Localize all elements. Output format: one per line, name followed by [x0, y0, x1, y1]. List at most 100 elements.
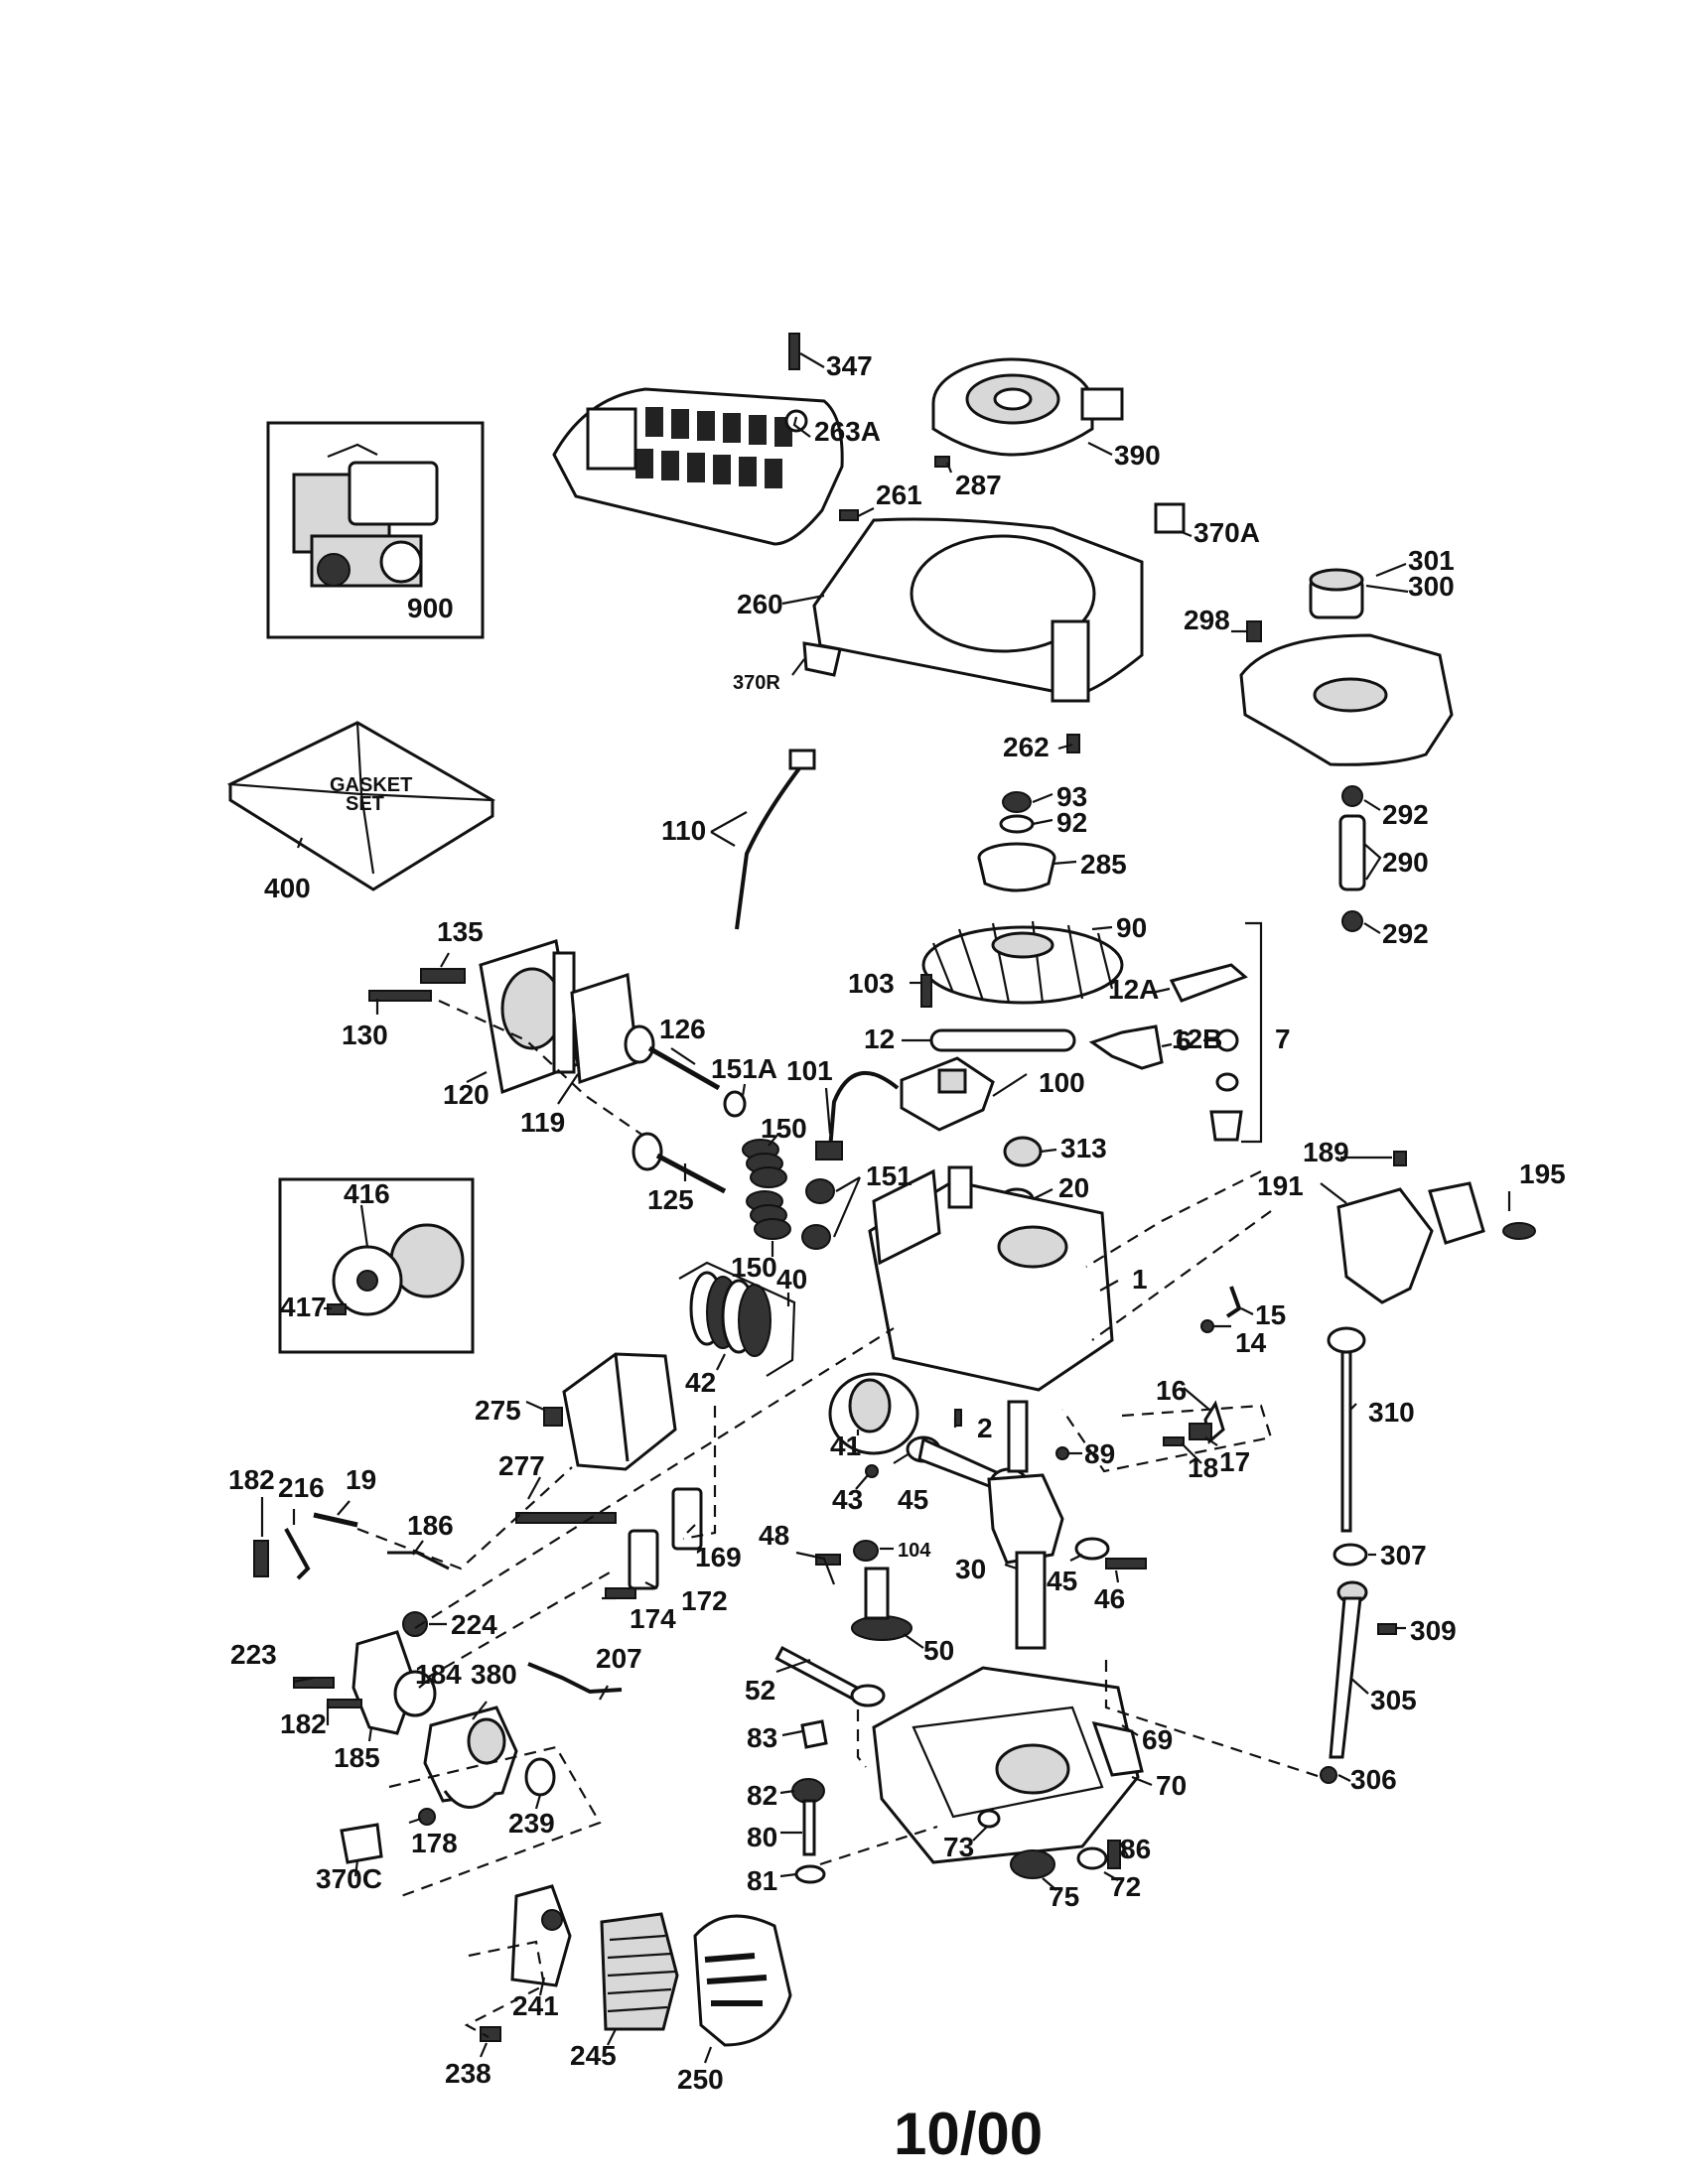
label-16: 16	[1156, 1375, 1187, 1406]
fuel-line-12	[929, 1028, 1076, 1052]
label-306: 306	[1350, 1764, 1397, 1795]
gasket-169	[671, 1487, 703, 1551]
label-12B: 12B	[1172, 1024, 1222, 1054]
wire-clip-110	[788, 749, 816, 770]
screw-182-top	[253, 1540, 269, 1577]
bracket-7	[1241, 921, 1263, 1144]
label-86: 86	[1120, 1834, 1151, 1864]
label-347: 347	[826, 350, 873, 381]
clamp-292-bottom	[1341, 910, 1363, 932]
label-45-rod: 45	[898, 1484, 928, 1515]
label-15: 15	[1255, 1299, 1286, 1330]
label-151A: 151A	[711, 1053, 777, 1084]
label-260: 260	[737, 589, 783, 619]
label-370R: 370R	[733, 672, 780, 694]
bracket-17	[1189, 1423, 1212, 1440]
label-178: 178	[411, 1828, 458, 1858]
label-82: 82	[747, 1780, 777, 1811]
label-185: 185	[334, 1742, 380, 1773]
screw-18	[1163, 1436, 1185, 1446]
label-263A: 263A	[814, 416, 881, 447]
label-7: 7	[1275, 1024, 1291, 1054]
screw-309	[1377, 1623, 1397, 1635]
ignition-armature-100	[900, 1056, 995, 1132]
label-261: 261	[876, 479, 922, 510]
exhaust-valve-126	[624, 1024, 721, 1091]
screw-261	[839, 509, 859, 521]
label-275: 275	[475, 1395, 521, 1426]
blower-housing-part	[812, 517, 1144, 703]
label-245: 245	[570, 2040, 617, 2071]
label-290: 290	[1382, 847, 1429, 878]
spark-plug-135	[420, 968, 466, 984]
governor-52	[774, 1645, 886, 1707]
gasket-set-text-2: SET	[346, 793, 384, 815]
head-gasket-119	[570, 973, 639, 1085]
label-42: 42	[685, 1367, 716, 1398]
label-70: 70	[1156, 1770, 1187, 1801]
label-224: 224	[451, 1609, 497, 1640]
label-292-top: 292	[1382, 799, 1429, 830]
label-12: 12	[864, 1024, 895, 1054]
label-300: 300	[1408, 571, 1455, 602]
rewind-starter-part	[931, 357, 1124, 457]
label-250: 250	[677, 2064, 724, 2095]
fuel-tank-part	[1239, 568, 1454, 766]
label-104: 104	[898, 1540, 931, 1562]
label-223: 223	[230, 1639, 277, 1670]
label-103: 103	[848, 968, 895, 999]
fuel-line-290	[1338, 814, 1366, 891]
label-417: 417	[280, 1292, 327, 1322]
label-20: 20	[1058, 1172, 1089, 1203]
label-135: 135	[437, 916, 484, 947]
label-100: 100	[1039, 1067, 1085, 1098]
screw-178	[418, 1808, 436, 1826]
piston-pin-43	[865, 1464, 879, 1478]
ground-wire-110	[735, 762, 804, 930]
label-18: 18	[1188, 1452, 1218, 1483]
label-298: 298	[1184, 605, 1230, 635]
part-224	[402, 1611, 428, 1637]
leader-lines	[260, 352, 1511, 2064]
piston-41	[828, 1372, 919, 1455]
label-169: 169	[695, 1542, 742, 1572]
label-370R	[802, 641, 842, 677]
cylinder-block-1	[868, 1165, 1114, 1392]
crankshaft-30	[987, 1400, 1064, 1650]
label-370C: 370C	[316, 1863, 382, 1894]
label-313: 313	[1060, 1133, 1107, 1163]
washer-92	[999, 814, 1035, 834]
cam-gear-50	[851, 1567, 912, 1641]
part-number-labels: 347 263A 390 287 261 370A 260 370R 262 3…	[228, 350, 1566, 2095]
washer-151A	[723, 1090, 747, 1118]
piston-rings-42	[689, 1271, 772, 1357]
label-305: 305	[1370, 1685, 1417, 1715]
bolt-86	[1107, 1840, 1121, 1869]
label-1: 1	[1132, 1264, 1148, 1295]
label-119: 119	[520, 1107, 565, 1138]
label-90: 90	[1116, 912, 1147, 943]
nut-104	[853, 1540, 879, 1562]
retainer-151-lower	[801, 1224, 831, 1250]
gasket-239	[524, 1757, 556, 1797]
label-17: 17	[1219, 1446, 1250, 1477]
label-900: 900	[407, 593, 454, 623]
screw-287	[934, 456, 950, 468]
label-125: 125	[647, 1184, 694, 1215]
seal-75	[1010, 1849, 1055, 1879]
label-92: 92	[1056, 807, 1087, 838]
label-370A: 370A	[1193, 517, 1260, 548]
label-73: 73	[943, 1832, 974, 1862]
label-50: 50	[923, 1635, 954, 1666]
screws-48	[815, 1554, 841, 1566]
label-370C	[340, 1823, 383, 1864]
washer-81	[794, 1864, 826, 1884]
label-93: 93	[1056, 781, 1087, 812]
label-307: 307	[1380, 1540, 1427, 1570]
seal-307	[1333, 1543, 1368, 1567]
label-19: 19	[346, 1464, 376, 1495]
rotating-screen-part	[327, 1223, 465, 1316]
retainer-151-upper	[805, 1178, 835, 1204]
screw-262	[1066, 734, 1080, 753]
label-380: 380	[471, 1659, 517, 1690]
